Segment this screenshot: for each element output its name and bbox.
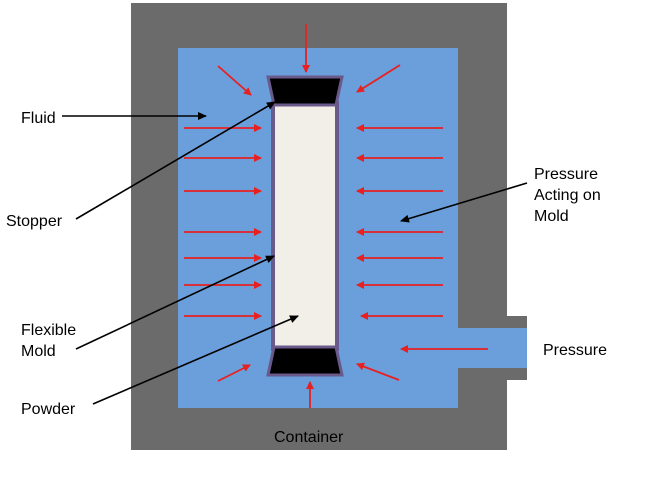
fluid-label: Fluid — [21, 110, 56, 127]
flexible-mold-label-line: Flexible — [21, 322, 77, 339]
label-pointers — [62, 101, 528, 405]
pressure-acting-label: Pressure Acting on Mold — [534, 164, 601, 227]
pressure-acting-label-line: Mold — [534, 208, 569, 225]
pressure-label: Pressure — [543, 342, 608, 359]
powder-label: Powder — [21, 401, 76, 418]
flexible-mold — [271, 101, 339, 351]
pressure-arrow — [217, 364, 251, 382]
pressure-acting-pointer — [400, 182, 528, 223]
pressure-arrow — [356, 64, 401, 93]
pressure-inlet-channel — [456, 328, 527, 368]
flexible-mold-label: Flexible Mold — [21, 320, 76, 362]
top-stopper — [266, 75, 344, 107]
bottom-stopper — [266, 345, 344, 377]
pressure-acting-label-line: Acting on — [534, 187, 601, 204]
pressure-acting-label-line: Pressure — [534, 166, 599, 183]
stopper-label: Stopper — [6, 213, 63, 230]
pressure-arrow — [217, 65, 252, 96]
pressure-arrows — [184, 24, 488, 408]
flexible-mold-pointer — [75, 255, 275, 350]
flexible-mold-label-line: Mold — [21, 343, 56, 360]
stopper-pointer — [75, 101, 276, 220]
container-label: Container — [274, 429, 344, 446]
powder-pointer — [92, 315, 299, 405]
pressure-arrow — [356, 362, 400, 381]
